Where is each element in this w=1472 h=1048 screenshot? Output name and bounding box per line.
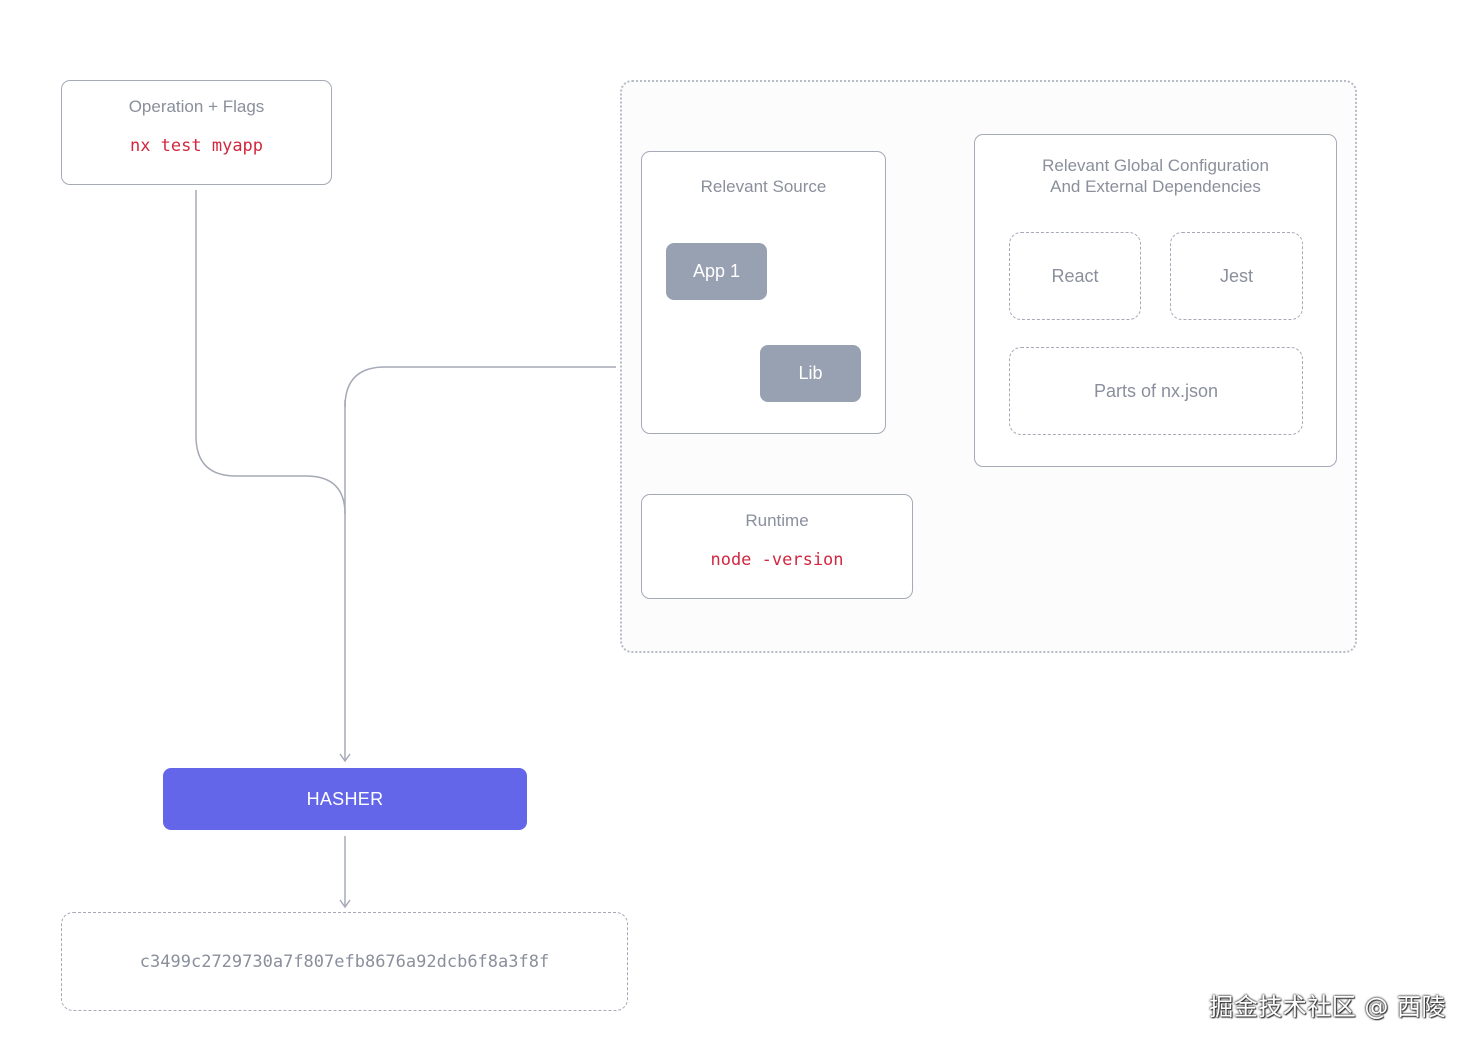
lib-label: Lib bbox=[798, 363, 823, 383]
global-config-title-line2: And External Dependencies bbox=[1050, 177, 1261, 196]
jest-label: Jest bbox=[1219, 265, 1253, 286]
runtime-box: Runtime node -version bbox=[641, 494, 913, 599]
hash-output-box: c3499c2729730a7f807efb8676a92dcb6f8a3f8f bbox=[61, 912, 628, 1011]
app-label: App 1 bbox=[692, 261, 741, 281]
nx-json-label: Parts of nx.json bbox=[1093, 380, 1219, 401]
runtime-command: node -version bbox=[710, 550, 844, 570]
relevant-source-title: Relevant Source bbox=[700, 177, 827, 196]
app-node: App 1 bbox=[666, 243, 767, 300]
nx-json-config: Parts of nx.json bbox=[1009, 347, 1303, 435]
react-label: React bbox=[1051, 265, 1099, 286]
global-config-title-line1: Relevant Global Configuration bbox=[1042, 156, 1269, 175]
global-config-box: Relevant Global Configuration And Extern… bbox=[974, 134, 1337, 467]
operation-flags-title: Operation + Flags bbox=[128, 97, 265, 116]
context-connector bbox=[344, 366, 616, 408]
lib-node: Lib bbox=[760, 345, 861, 402]
hasher-label: HASHER bbox=[306, 788, 384, 809]
jest-dependency: Jest bbox=[1170, 232, 1303, 320]
react-dependency: React bbox=[1009, 232, 1141, 320]
hasher-node: HASHER bbox=[163, 768, 527, 830]
operation-connector bbox=[195, 190, 346, 515]
hasher-input-arrowhead bbox=[339, 753, 351, 763]
operation-flags-box: Operation + Flags nx test myapp bbox=[61, 80, 332, 185]
operation-command: nx test myapp bbox=[129, 136, 264, 156]
hash-output-value: c3499c2729730a7f807efb8676a92dcb6f8a3f8f bbox=[139, 951, 550, 972]
runtime-title: Runtime bbox=[745, 511, 809, 530]
watermark: 掘金技术社区 @ 西陵 bbox=[1209, 993, 1446, 1021]
hasher-output-arrowhead bbox=[339, 899, 351, 909]
